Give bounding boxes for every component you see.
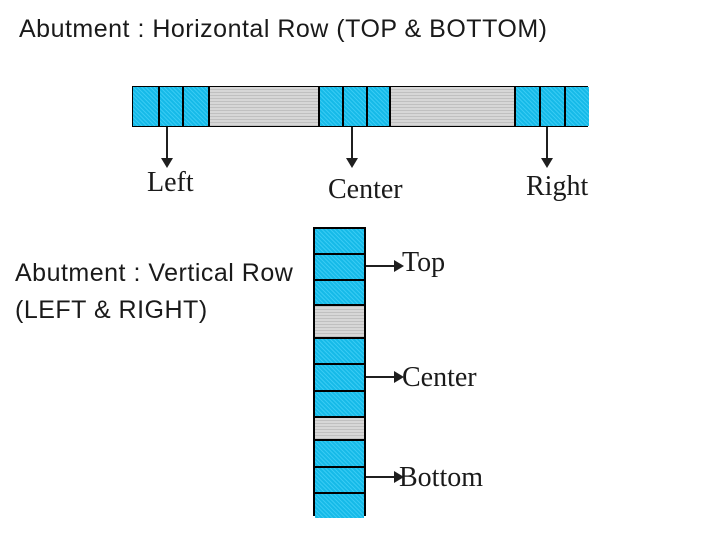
bar-cell-gray xyxy=(208,87,318,126)
bar-cell-cyan xyxy=(182,87,208,126)
bar-cell-gray xyxy=(315,304,364,337)
bar-cell-cyan xyxy=(315,390,364,416)
arrow-head-icon xyxy=(394,371,404,383)
arrow-stem xyxy=(351,127,353,159)
bar-cell-cyan xyxy=(315,337,364,363)
label-vertical-center: Center xyxy=(402,362,477,393)
arrow-stem xyxy=(366,265,396,267)
label-top: Top xyxy=(402,247,446,278)
bar-cell-gray xyxy=(389,87,514,126)
bar-cell-cyan xyxy=(315,253,364,279)
arrow-head-icon xyxy=(346,158,358,168)
arrow-stem xyxy=(366,476,396,478)
arrow-stem xyxy=(366,376,396,378)
bar-cell-cyan xyxy=(315,279,364,304)
bar-cell-cyan xyxy=(315,363,364,390)
right-arrow-bottom xyxy=(366,471,406,483)
label-horizontal-center: Center xyxy=(328,174,403,205)
horizontal-abutment-bar xyxy=(132,86,589,127)
arrow-stem xyxy=(166,127,168,159)
bar-cell-cyan xyxy=(315,492,364,518)
arrow-stem xyxy=(546,127,548,159)
bar-cell-cyan xyxy=(315,439,364,466)
bar-cell-cyan xyxy=(342,87,366,126)
horizontal-section-title: Abutment : Horizontal Row (TOP & BOTTOM) xyxy=(19,15,548,43)
bar-cell-cyan xyxy=(133,87,158,126)
bar-cell-cyan xyxy=(315,466,364,492)
bar-cell-cyan xyxy=(514,87,539,126)
down-arrow-center xyxy=(346,127,358,169)
bar-cell-cyan xyxy=(315,229,364,253)
down-arrow-right xyxy=(541,127,553,169)
vertical-abutment-bar xyxy=(313,227,366,518)
vertical-section-title: Abutment : Vertical Row (LEFT & RIGHT) xyxy=(15,259,294,324)
right-arrow-top xyxy=(366,260,406,272)
bar-cell-cyan xyxy=(318,87,342,126)
arrow-head-icon xyxy=(394,260,404,272)
bar-cell-cyan xyxy=(366,87,389,126)
bar-cell-cyan xyxy=(539,87,564,126)
label-bottom: Bottom xyxy=(399,462,484,493)
label-right: Right xyxy=(526,171,589,202)
arrow-head-icon xyxy=(541,158,553,168)
bar-cell-gray xyxy=(315,416,364,439)
bar-cell-cyan xyxy=(158,87,182,126)
right-arrow-center xyxy=(366,371,406,383)
down-arrow-left xyxy=(161,127,173,169)
label-left: Left xyxy=(147,167,194,198)
arrow-head-icon xyxy=(394,471,404,483)
bar-cell-cyan xyxy=(564,87,589,126)
arrow-head-icon xyxy=(161,158,173,168)
